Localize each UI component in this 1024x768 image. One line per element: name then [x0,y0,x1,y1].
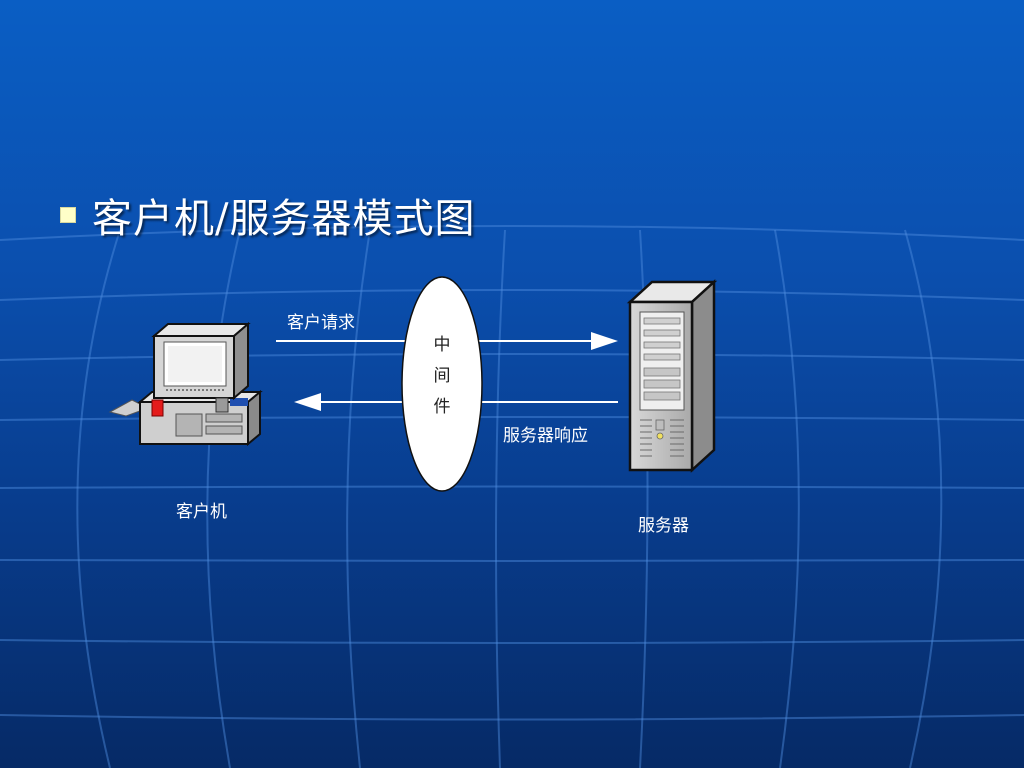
response-label: 服务器响应 [503,426,588,446]
bullet-square-icon [60,207,76,223]
slide-title: 客户机/服务器模式图 [60,186,475,244]
middleware-label: 中间件 [433,335,451,417]
request-arrow [276,332,618,350]
slide-title-text: 客户机/服务器模式图 [92,196,476,242]
response-arrow [294,393,618,411]
middleware-ellipse [401,276,483,492]
client-label: 客户机 [176,502,227,522]
request-label: 客户请求 [287,313,355,333]
server-label: 服务器 [638,516,689,536]
client-computer-icon [108,321,263,447]
server-tower-icon [626,279,718,473]
